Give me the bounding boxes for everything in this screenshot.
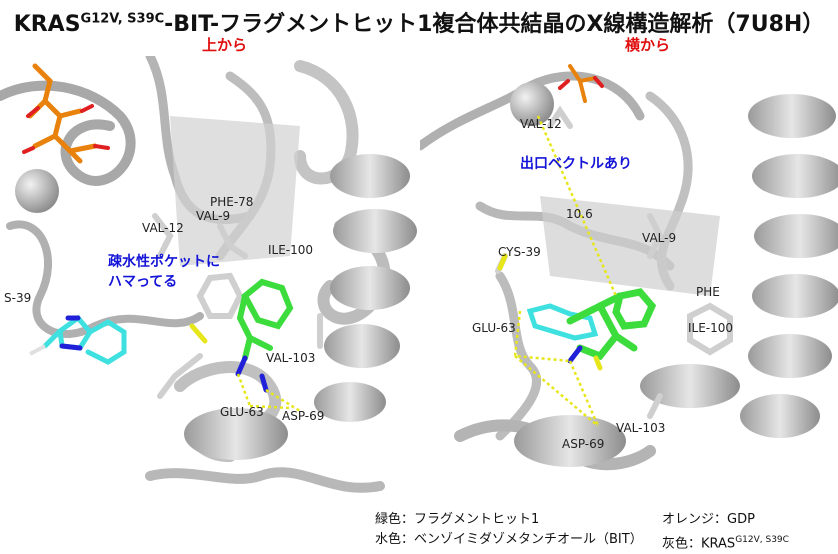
fragment-molecule [566, 288, 657, 361]
legend-green: 緑色：フラグメントヒット1 [375, 512, 540, 527]
label-glu-63: GLU-63 [220, 405, 264, 419]
distance-label: 10.6 [566, 207, 593, 221]
label-cys-39: S-39 [4, 291, 31, 305]
alpha-helix [184, 154, 417, 460]
label-glu-63: GLU-63 [472, 321, 516, 335]
legend-orange: オレンジ：GDP [662, 512, 755, 527]
label-val-103: VAL-103 [616, 421, 665, 435]
title-prefix: KRAS [13, 12, 81, 37]
mg-ion [15, 169, 59, 213]
label-val-12: VAL-12 [142, 221, 184, 235]
title-suffix: -BIT-フラグメントヒット1複合体共結晶のX線構造解析（7U8H） [164, 12, 825, 37]
legend-gray-prefix: 灰色：KRAS [662, 536, 736, 552]
label-asp-69: ASP-69 [282, 409, 324, 423]
legend-gray-superscript: G12V, S39C [735, 535, 789, 545]
hydrogen-bonds [513, 115, 618, 427]
right-view-label: 横から [625, 36, 671, 54]
beta-sheet [540, 196, 720, 296]
label-phe-78: PHE-78 [210, 195, 253, 209]
legend-cyan: 水色：ベンゾイミダゾメタンチオール（BIT） [375, 532, 643, 547]
right-structure-image: VAL-12 VAL-9 CYS-39 GLU-63 ILE-100 ASP-6… [420, 64, 838, 471]
hydrogen-bonds [236, 373, 301, 413]
left-structure-panel: VAL-12 VAL-9 PHE-78 ILE-100 S-39 VAL-103… [0, 56, 418, 506]
beta-sheet [170, 116, 300, 266]
annotation-hydrophobic-pocket-line1: 疎水性ポケットに [108, 253, 220, 270]
label-ile-100: ILE-100 [688, 321, 733, 335]
label-val-9: VAL-9 [642, 231, 676, 245]
bit-molecule [42, 314, 127, 365]
left-view-label: 上から [202, 36, 248, 54]
legend-left: 緑色：フラグメントヒット1 水色：ベンゾイミダゾメタンチオール（BIT） [375, 510, 643, 550]
alpha-helix [514, 94, 838, 467]
label-val-103: VAL-103 [266, 351, 315, 365]
fragment-molecule [236, 278, 294, 361]
right-structure-panel: VAL-12 VAL-9 CYS-39 GLU-63 ILE-100 ASP-6… [420, 56, 838, 506]
label-asp-69: ASP-69 [562, 437, 604, 451]
legend-right: オレンジ：GDP 灰色：KRASG12V, S39C [662, 510, 789, 554]
residue-sidechains [152, 213, 323, 399]
bit-molecule [526, 303, 599, 341]
label-ile-100: ILE-100 [268, 243, 313, 257]
annotation-hydrophobic-pocket-line2: ハマってる [108, 274, 177, 290]
title-superscript: G12V, S39C [80, 11, 165, 27]
label-val-12: VAL-12 [520, 117, 562, 131]
gdp-molecule [568, 64, 597, 103]
legend-gray: 灰色：KRASG12V, S39C [662, 530, 789, 554]
figure-title: KRASG12V, S39C-BIT-フラグメントヒット1複合体共結晶のX線構造… [0, 6, 838, 38]
label-val-9: VAL-9 [196, 209, 230, 223]
label-cys-39: CYS-39 [498, 245, 541, 259]
mg-ion [510, 82, 554, 126]
label-phe: PHE [696, 285, 720, 299]
gdp-molecule [27, 63, 98, 164]
annotation-exit-vector: 出口ベクトルあり [520, 155, 632, 172]
left-structure-image: VAL-12 VAL-9 PHE-78 ILE-100 S-39 VAL-103… [0, 56, 417, 493]
